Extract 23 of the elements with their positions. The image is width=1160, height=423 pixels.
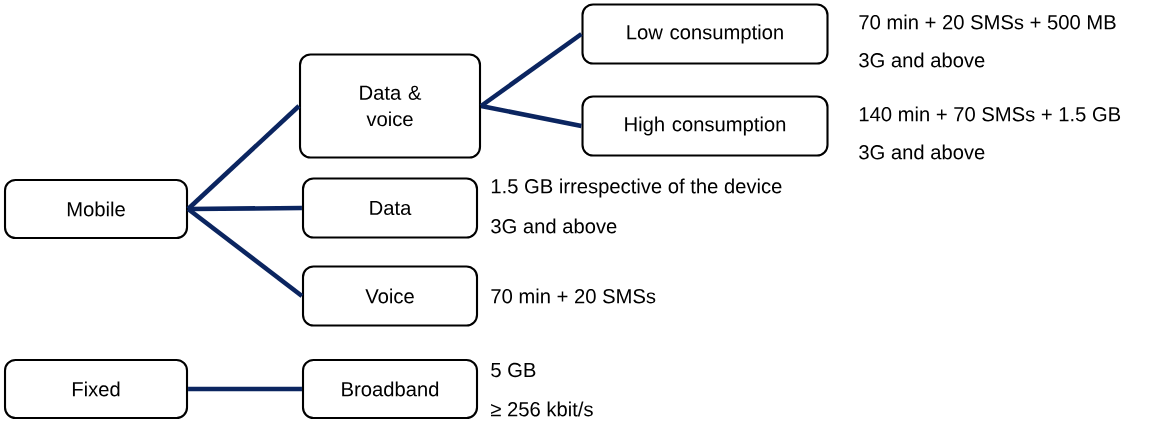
box: Voice bbox=[301, 265, 479, 327]
side-note: ≥ 256 kbit/s bbox=[491, 401, 593, 417]
connector-line bbox=[188, 205, 302, 212]
side-note: 5 GB bbox=[491, 362, 536, 378]
connector-line bbox=[186, 104, 301, 211]
box: Low consumption bbox=[581, 3, 829, 65]
side-note: 3G and above bbox=[491, 218, 617, 234]
side-note: 140 min + 70 SMSs + 1.5 GB bbox=[859, 106, 1121, 122]
side-note: 3G and above bbox=[859, 52, 985, 68]
connector-line bbox=[188, 386, 302, 392]
connector-line bbox=[186, 207, 304, 298]
box: Data & voice bbox=[298, 53, 482, 159]
side-note: 70 min + 20 SMSs bbox=[491, 288, 656, 304]
connector-line bbox=[480, 103, 582, 129]
box: Broadband bbox=[301, 358, 479, 420]
box: Mobile bbox=[3, 178, 189, 240]
box: High consumption bbox=[581, 95, 829, 157]
side-note: 3G and above bbox=[859, 144, 985, 160]
connector-line bbox=[479, 32, 583, 108]
box: Data bbox=[301, 177, 479, 239]
box: Fixed bbox=[3, 358, 189, 420]
side-note: 70 min + 20 SMSs + 500 MB bbox=[859, 14, 1116, 30]
side-note: 1.5 GB irrespective of the device bbox=[491, 178, 782, 198]
